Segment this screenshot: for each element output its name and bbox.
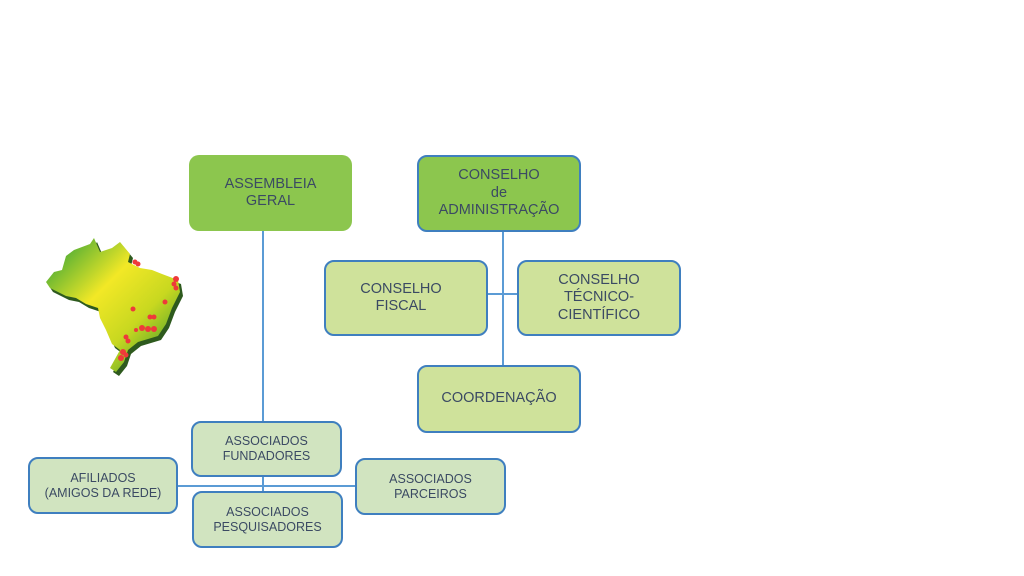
conselho-tecnico-box: CONSELHO TÉCNICO- CIENTÍFICO [517,260,681,336]
fundadores-line2: FUNDADORES [222,449,311,463]
associados-fundadores-box: ASSOCIADOS FUNDADORES [191,421,342,477]
connector-afiliados-parceiros [177,485,355,487]
tecnico-line1: CONSELHO [558,271,640,288]
connector-fundadores-pesquisadores [262,477,264,491]
admin-line2: de [490,184,508,201]
afiliados-line2: (AMIGOS DA REDE) [44,485,162,500]
coordenacao-box: COORDENAÇÃO [417,365,581,433]
connector-assembleia-fundadores [262,231,264,421]
pesquisadores-line1: ASSOCIADOS [226,504,309,519]
tecnico-line2: TÉCNICO- [563,289,635,306]
admin-line3: ADMINISTRAÇÃO [438,202,560,219]
afiliados-line1: AFILIADOS [70,470,136,485]
associados-pesquisadores-box: ASSOCIADOS PESQUISADORES [192,491,343,548]
parceiros-line2: PARCEIROS [394,486,467,501]
fiscal-line1: CONSELHO [360,280,442,297]
assembleia-line2: GERAL [245,193,296,209]
fiscal-line2: FISCAL [375,298,427,314]
connector-admin-coordenacao [502,231,504,365]
parceiros-line1: ASSOCIADOS [389,471,472,486]
conselho-fiscal-box: CONSELHO FISCAL [324,260,488,336]
brazil-map-icon [46,238,183,376]
assembleia-line1: ASSEMBLEIA [224,175,317,192]
pesquisadores-line2: PESQUISADORES [213,519,322,534]
conselho-administracao-box: CONSELHO de ADMINISTRAÇÃO [417,155,581,232]
coordenacao-label: COORDENAÇÃO [441,390,557,407]
connector-fiscal-tecnico [488,293,517,295]
admin-line1: CONSELHO [458,167,540,184]
assembleia-geral-box: ASSEMBLEIA GERAL [189,155,352,231]
fundadores-line1: ASSOCIADOS [225,434,308,448]
associados-parceiros-box: ASSOCIADOS PARCEIROS [355,458,506,515]
afiliados-box: AFILIADOS (AMIGOS DA REDE) [28,457,178,514]
tecnico-line3: CIENTÍFICO [557,306,641,323]
